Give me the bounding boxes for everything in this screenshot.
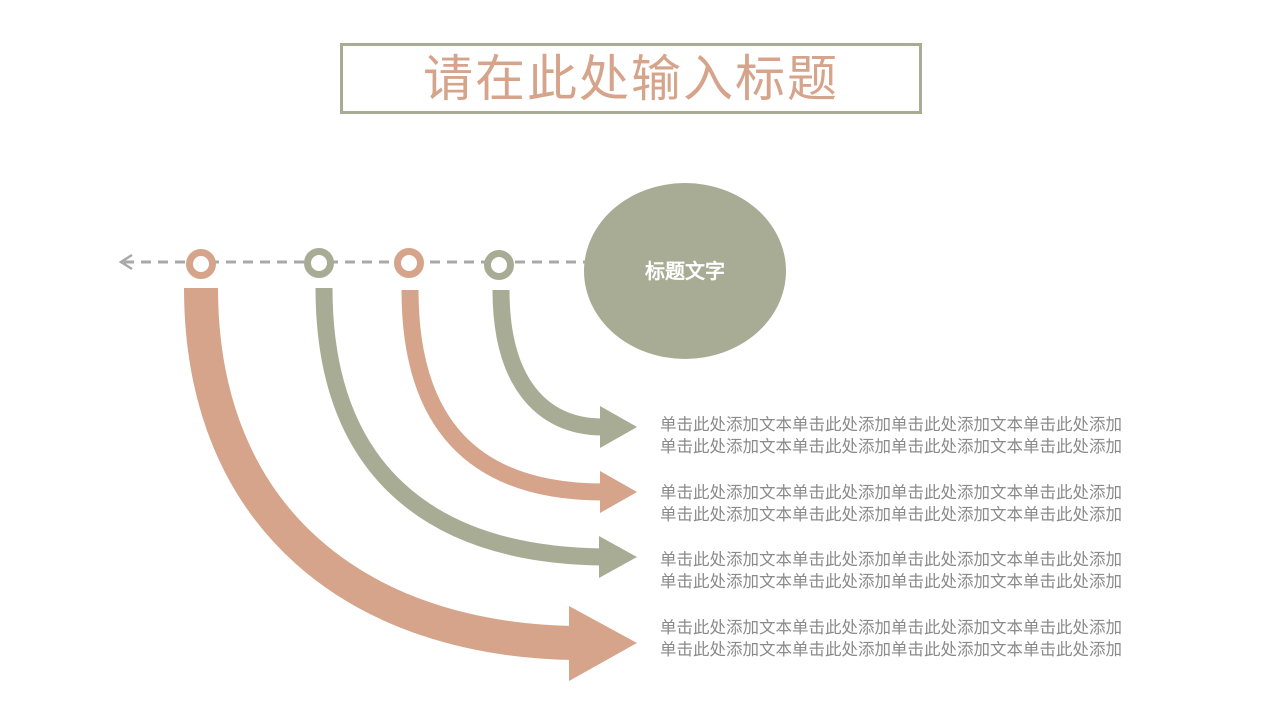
timeline-node-1 xyxy=(186,249,216,279)
bubble-title-text[interactable]: 标题文字 xyxy=(645,259,725,283)
text-block-4[interactable]: 单击此处添加文本单击此处添加单击此处添加文本单击此处添加 单击此处添加文本单击此… xyxy=(660,617,1200,661)
title-box[interactable]: 请在此处输入标题 xyxy=(340,43,922,114)
curved-arrow-3 xyxy=(315,287,637,578)
text-line: 单击此处添加文本单击此处添加单击此处添加文本单击此处添加 xyxy=(660,640,1122,659)
text-line: 单击此处添加文本单击此处添加单击此处添加文本单击此处添加 xyxy=(660,572,1122,591)
timeline-arrowhead-icon xyxy=(118,253,133,271)
page-title: 请在此处输入标题 xyxy=(423,49,839,108)
timeline-node-3 xyxy=(394,248,424,278)
text-block-2[interactable]: 单击此处添加文本单击此处添加单击此处添加文本单击此处添加 单击此处添加文本单击此… xyxy=(660,482,1200,526)
curved-arrow-4 xyxy=(184,287,637,681)
text-line: 单击此处添加文本单击此处添加单击此处添加文本单击此处添加 xyxy=(660,550,1122,569)
text-block-1[interactable]: 单击此处添加文本单击此处添加单击此处添加文本单击此处添加 单击此处添加文本单击此… xyxy=(660,414,1200,458)
text-line: 单击此处添加文本单击此处添加单击此处添加文本单击此处添加 xyxy=(660,618,1122,637)
timeline-node-4 xyxy=(484,250,514,280)
title-bubble xyxy=(584,183,786,359)
text-line: 单击此处添加文本单击此处添加单击此处添加文本单击此处添加 xyxy=(660,415,1122,434)
text-line: 单击此处添加文本单击此处添加单击此处添加文本单击此处添加 xyxy=(660,505,1122,524)
curved-arrow-2 xyxy=(401,289,637,513)
curved-arrow-1 xyxy=(492,289,637,448)
text-block-3[interactable]: 单击此处添加文本单击此处添加单击此处添加文本单击此处添加 单击此处添加文本单击此… xyxy=(660,549,1200,593)
timeline-node-2 xyxy=(304,248,334,278)
text-line: 单击此处添加文本单击此处添加单击此处添加文本单击此处添加 xyxy=(660,437,1122,456)
text-line: 单击此处添加文本单击此处添加单击此处添加文本单击此处添加 xyxy=(660,483,1122,502)
